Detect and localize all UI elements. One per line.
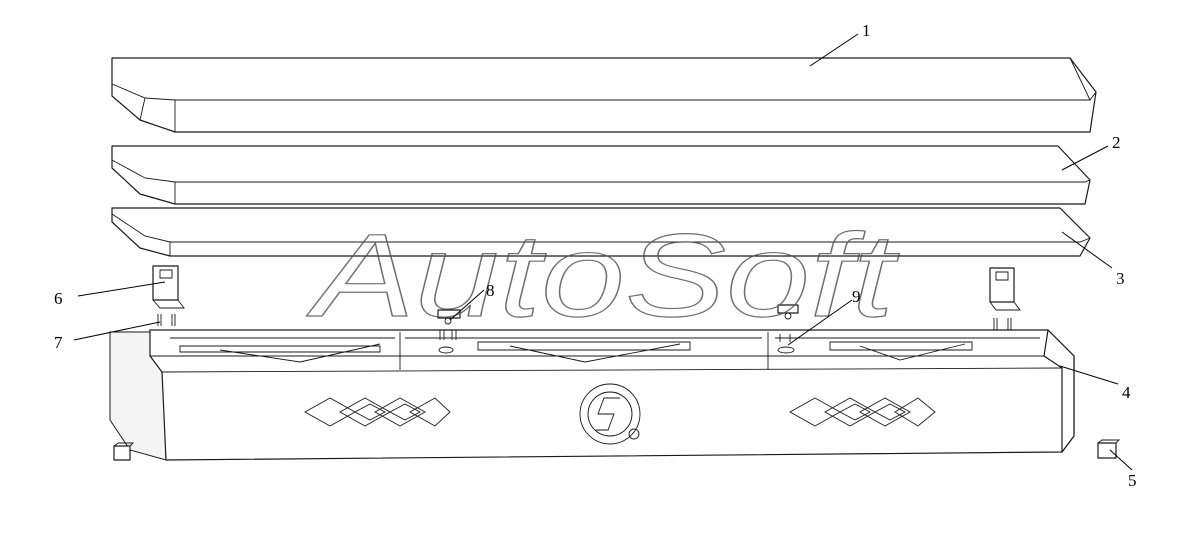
callout-6: 6	[54, 289, 63, 308]
round-logo-emblem	[579, 383, 641, 445]
diamond-emblem-left	[304, 397, 451, 427]
callout-4: 4	[1122, 383, 1131, 402]
watermark-text: AutoSoft	[306, 210, 899, 342]
part-2-middle-panel	[111, 145, 1091, 205]
callout-1: 1	[862, 21, 871, 40]
part-6-bracket-left	[152, 265, 185, 309]
callouts: 1 2 3 4 5 6 7 8 9	[54, 21, 1137, 490]
part-7-screws-right	[993, 318, 1012, 330]
part-5-foot-left	[113, 442, 135, 461]
diamond-emblem-right	[789, 397, 936, 427]
leader-lines	[73, 33, 1133, 471]
callout-8: 8	[486, 281, 495, 300]
part-9-clip	[777, 304, 799, 354]
part-6-bracket-right	[989, 267, 1021, 311]
callout-5: 5	[1128, 471, 1137, 490]
part-4-base-box	[109, 329, 1075, 461]
part-3-lower-pad	[111, 207, 1091, 257]
callout-9: 9	[852, 287, 861, 306]
part-5-foot-right	[1097, 439, 1121, 459]
callout-2: 2	[1112, 133, 1121, 152]
part-1-top-panel	[111, 57, 1097, 133]
part-7-screws-left	[157, 314, 176, 326]
callout-3: 3	[1116, 269, 1125, 288]
callout-7: 7	[54, 333, 63, 352]
